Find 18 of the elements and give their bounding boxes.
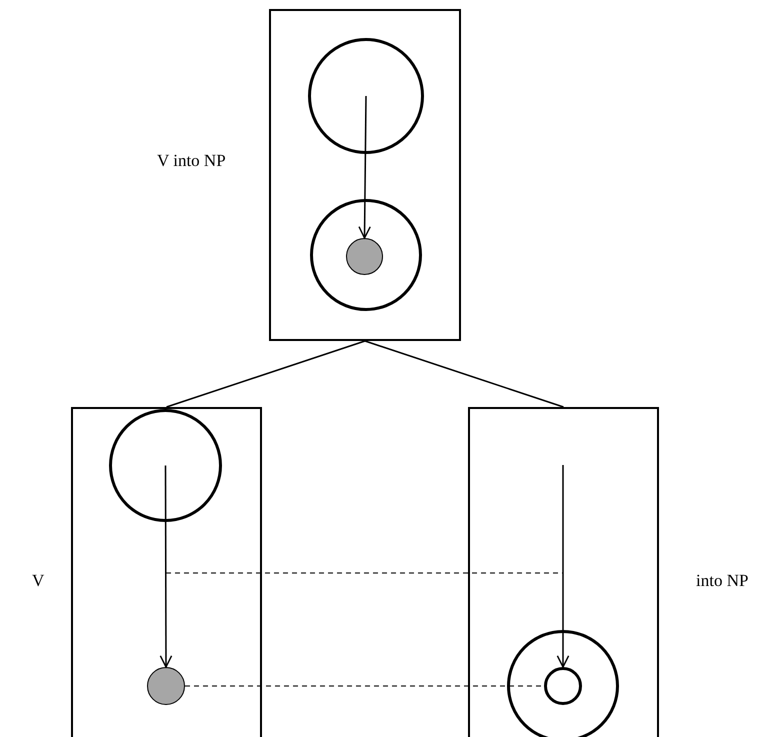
- circle: [507, 630, 619, 737]
- arrow: [556, 465, 570, 668]
- side-label: V: [32, 571, 44, 591]
- circle: [109, 409, 222, 522]
- side-label: into NP: [696, 571, 748, 591]
- side-label: V into NP: [157, 151, 226, 171]
- circle: [308, 38, 424, 154]
- circle: [544, 667, 582, 705]
- arrow: [160, 466, 172, 668]
- circle: [310, 199, 422, 311]
- connector-line: [166, 340, 366, 408]
- frame-box: [269, 9, 461, 341]
- frame-box: [468, 407, 659, 737]
- frame-box: [71, 407, 262, 737]
- filled-dot: [147, 667, 185, 705]
- filled-dot: [346, 238, 383, 275]
- connector-line: [364, 340, 564, 408]
- arrow: [358, 96, 371, 239]
